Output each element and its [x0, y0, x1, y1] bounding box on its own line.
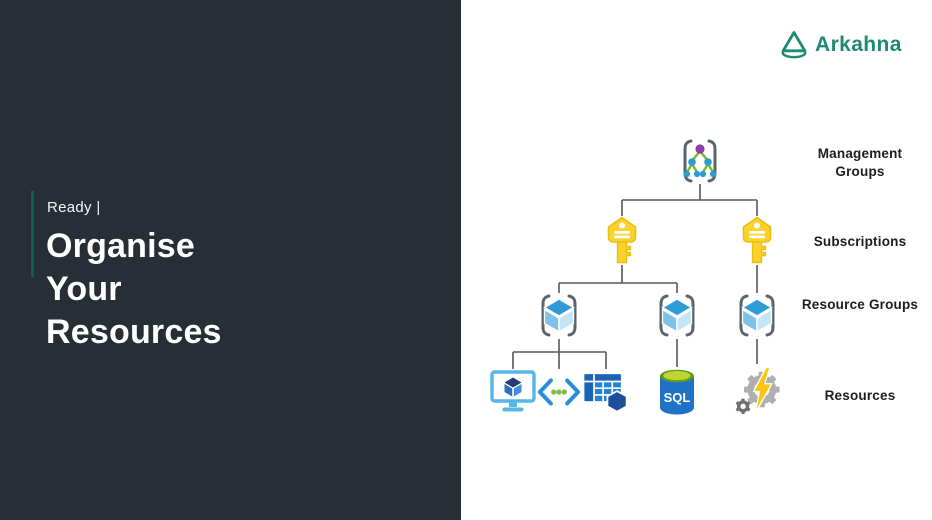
title-line-2: Your — [46, 270, 122, 308]
virtual-machine-icon — [490, 370, 536, 414]
logo-wordmark: Arkahna — [815, 33, 902, 56]
sql-database-icon: SQL — [657, 368, 697, 416]
code-app-icon — [537, 377, 581, 407]
sql-text: SQL — [664, 390, 691, 405]
resource-group-icon-2 — [653, 293, 701, 338]
automation-icon — [733, 365, 781, 416]
label-subscriptions: Subscriptions — [813, 234, 907, 249]
resource-group-icon-3 — [733, 293, 781, 338]
eyebrow-text: Ready | — [47, 199, 101, 216]
subscription-key-icon-2 — [740, 216, 774, 264]
label-resources: Resources — [824, 388, 896, 403]
subscription-key-icon-1 — [605, 216, 639, 264]
management-groups-icon — [676, 138, 724, 184]
table-storage-icon — [583, 371, 629, 414]
arkahna-logo-icon — [781, 31, 807, 59]
label-management-groups: Management Groups — [817, 146, 903, 179]
resource-group-icon-1 — [535, 293, 583, 338]
accent-bar — [31, 191, 34, 277]
label-resource-groups: Resource Groups — [801, 297, 919, 312]
slide-title: Organise Your Resources — [46, 225, 222, 354]
title-panel: Ready | Organise Your Resources — [0, 0, 461, 520]
title-line-3: Resources — [46, 313, 222, 351]
arkahna-logo: Arkahna — [777, 30, 902, 60]
title-line-1: Organise — [46, 227, 195, 265]
